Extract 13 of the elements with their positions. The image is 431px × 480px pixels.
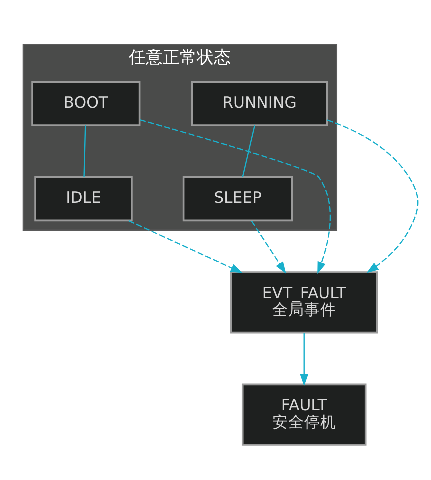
node-box: BOOT	[31, 81, 140, 126]
arrow	[128, 220, 242, 274]
node-box: EVT_FAULT 全局事件	[230, 272, 378, 334]
arrow	[326, 120, 418, 274]
connector	[83, 126, 86, 178]
node-box: FAULT 安全停机	[241, 384, 366, 446]
connector	[242, 125, 256, 178]
arrow	[300, 333, 308, 386]
arrow	[250, 220, 286, 274]
node-box: IDLE	[34, 176, 132, 222]
arrow	[140, 119, 331, 274]
node-box: SLEEP	[182, 176, 293, 222]
node-box: RUNNING	[190, 81, 328, 126]
